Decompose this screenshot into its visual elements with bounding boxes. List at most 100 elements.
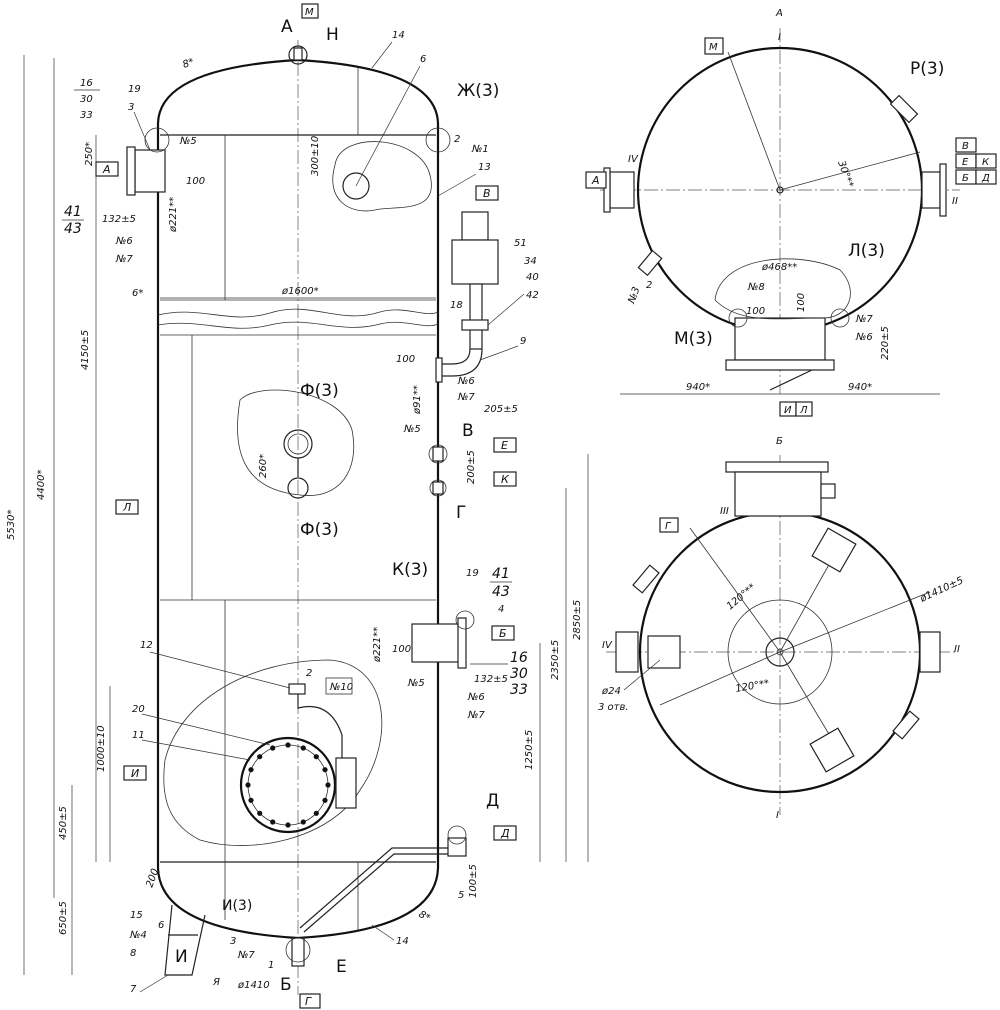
leader-13: 13 <box>478 162 491 173</box>
leader-41b: 41 <box>492 566 510 582</box>
leader-3b: 3 <box>230 936 236 947</box>
ref-b: Б <box>499 627 507 640</box>
dim-1410: ø1410 <box>237 980 270 991</box>
manhole-bolt <box>300 819 306 825</box>
view-b-nozzle-right <box>919 631 941 673</box>
view-a-nozzle-left <box>609 171 635 209</box>
label-d: Д <box>486 791 499 811</box>
ref-box-l <box>115 499 139 515</box>
dim-132b: 132±5 <box>474 674 508 685</box>
leader-6b: 6 <box>158 920 164 931</box>
view-a-d100b: 100 <box>796 293 807 312</box>
leader-20-line <box>141 713 271 746</box>
pipe-upper-box <box>451 239 499 285</box>
leader-12-line <box>149 651 291 689</box>
weld-n4: №4 <box>129 930 147 941</box>
manhole-bolt <box>285 822 291 828</box>
view-b-ref-g: Г <box>665 521 672 532</box>
leader-9: 9 <box>520 336 526 347</box>
manhole-bolt <box>245 782 251 788</box>
manhole-bolt <box>300 745 306 751</box>
label-a-top: А <box>281 17 293 37</box>
weld-n1: №1 <box>471 144 489 155</box>
ref-m: М <box>305 7 314 18</box>
dim-100d: 100±5 <box>468 864 479 898</box>
drain-pipe <box>299 847 448 933</box>
view-a-ref-k: К <box>982 157 990 168</box>
leader-2b: 2 <box>306 668 312 679</box>
leader-51: 51 <box>514 238 527 249</box>
dim-6: 6* <box>132 288 143 299</box>
leader-16: 16 <box>80 78 93 89</box>
ref-box-k <box>493 471 517 487</box>
weld-n5b: №5 <box>403 424 421 435</box>
view-b-radial-3 <box>659 651 781 706</box>
view-b-roman1: I <box>776 810 779 821</box>
label-e: Е <box>336 957 347 977</box>
view-b-a120b: 120°** <box>735 678 770 695</box>
leader-33b: 33 <box>510 682 528 698</box>
view-b-ref-box-g <box>659 517 679 533</box>
ref-box-i <box>123 765 147 781</box>
nozzle-k-body <box>411 623 461 663</box>
ref-l: Л <box>122 501 131 514</box>
view-a-label-r3: Р(3) <box>910 59 944 79</box>
leader-9-line <box>479 345 519 361</box>
manhole-bolt <box>313 754 319 760</box>
ref-box-v <box>475 185 499 201</box>
drain-valve-circle <box>447 825 467 845</box>
nozzle-k-flange <box>457 617 467 669</box>
leader-20: 20 <box>132 704 145 715</box>
leader-13-line <box>437 173 477 197</box>
view-b-foot-3 <box>809 727 855 773</box>
weld-n7b: №7 <box>457 392 475 403</box>
dim-2350: 2350±5 <box>550 640 561 680</box>
view-a-d100: 100 <box>746 306 765 317</box>
view-b-d1410: ø1410±5 <box>918 575 966 605</box>
view-b-hub <box>765 637 795 667</box>
pipe-upper-clamp <box>461 319 489 331</box>
view-b-title: Б <box>776 436 783 447</box>
view-a-d468: ø468** <box>761 262 797 273</box>
nozzle-g-circle <box>429 479 447 497</box>
leader-3-line <box>133 111 151 151</box>
view-a-center <box>776 186 784 194</box>
nozzle-a-body <box>134 149 166 193</box>
leader-5: 5 <box>458 890 464 901</box>
view-a-ref-b: Б <box>962 173 969 184</box>
ref-g: Г <box>305 995 312 1008</box>
leader-16b: 16 <box>510 650 528 666</box>
view-a-ref-box-m <box>704 37 724 55</box>
ref-e: Е <box>501 439 508 452</box>
view-a-ref-i: И <box>784 405 792 416</box>
pipe-upper-riser <box>469 283 483 350</box>
drain-valve <box>447 837 467 857</box>
view-b-foot-2 <box>647 635 681 669</box>
nozzle-h-body <box>293 47 303 61</box>
view-a-nozzle-right-flange <box>939 163 947 217</box>
main-labels: А М Н Ж(3) В Г К(3) Ф(3) Ф(3) Д И И(3) Е… <box>6 3 589 1009</box>
view-a-circle-m3 <box>728 308 748 328</box>
ref-box-g <box>299 993 321 1009</box>
dim-100c: 100 <box>392 644 411 655</box>
leader-7: 7 <box>130 984 137 995</box>
leader-6: 6 <box>420 54 426 65</box>
weld-n6c: №6 <box>467 692 485 703</box>
nozzle-a-detail <box>144 127 170 153</box>
leader-34: 34 <box>524 256 537 267</box>
leader-30: 30 <box>80 94 93 105</box>
view-b-bolt-circle <box>727 599 833 705</box>
cloud-lower <box>163 659 383 846</box>
view-a-n8: №8 <box>747 282 765 293</box>
pressure-gauge-inner <box>287 433 309 455</box>
break-line-2 <box>157 321 439 329</box>
manhole-bolt <box>257 810 263 816</box>
dim-4150: 4150±5 <box>80 330 91 370</box>
view-a-radius-30 <box>779 151 921 191</box>
view-a-d940r: 940* <box>848 382 872 393</box>
view-b-manhole-cover <box>725 461 829 473</box>
view-a: А М Р(3) А В Е К Б Д <box>585 8 997 417</box>
view-a-roman2: II <box>952 196 958 207</box>
manhole <box>239 736 337 834</box>
label-f3-bottom: Ф(3) <box>300 520 339 540</box>
